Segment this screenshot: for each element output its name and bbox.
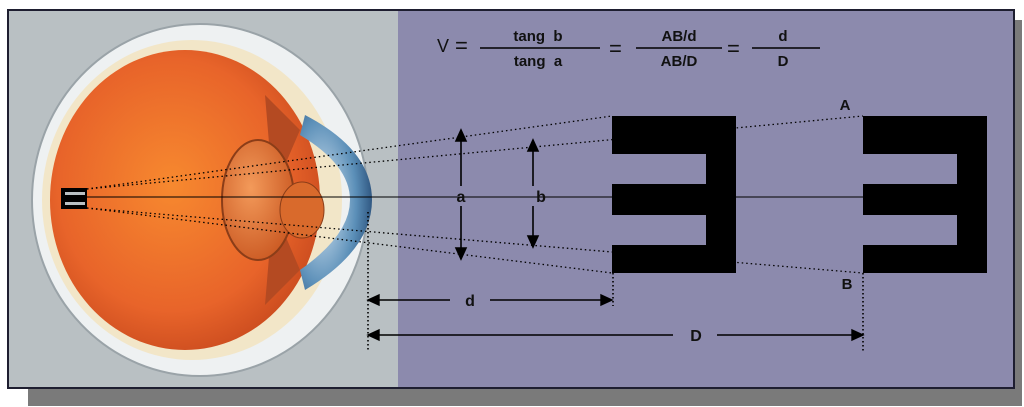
angle-b-label: b xyxy=(536,189,546,206)
formula-frac2-numerator: AB/d xyxy=(662,28,697,45)
near-optotype xyxy=(612,116,736,273)
formula-frac1-numerator: tang b xyxy=(513,28,562,45)
retinal-image-optotype xyxy=(61,188,87,209)
acuity-formula: V = tang b tang a = AB/d AB/D = d D xyxy=(437,28,820,70)
formula-equals-3: = xyxy=(727,36,740,61)
distance-d-label: d xyxy=(465,293,475,310)
formula-frac3-denominator: D xyxy=(778,53,789,70)
point-A-label: A xyxy=(840,97,851,114)
point-B-label: B xyxy=(842,276,853,293)
distance-d-arrow xyxy=(366,293,614,307)
eye-illustration xyxy=(31,23,372,377)
formula-frac2-denominator: AB/D xyxy=(661,53,698,70)
formula-lhs: V xyxy=(437,36,449,56)
distance-D-label: D xyxy=(690,328,702,345)
angle-a-label: a xyxy=(457,189,466,206)
formula-equals-1: = xyxy=(455,33,468,58)
angle-a-arrow xyxy=(454,128,468,261)
formula-equals-2: = xyxy=(609,36,622,61)
far-optotype xyxy=(863,116,987,273)
distance-reference-lines xyxy=(367,212,864,352)
formula-frac1-denominator: tang a xyxy=(514,53,563,70)
distance-D-arrow xyxy=(366,328,865,342)
angle-b-arrow xyxy=(526,138,540,249)
formula-frac3-numerator: d xyxy=(778,28,787,45)
